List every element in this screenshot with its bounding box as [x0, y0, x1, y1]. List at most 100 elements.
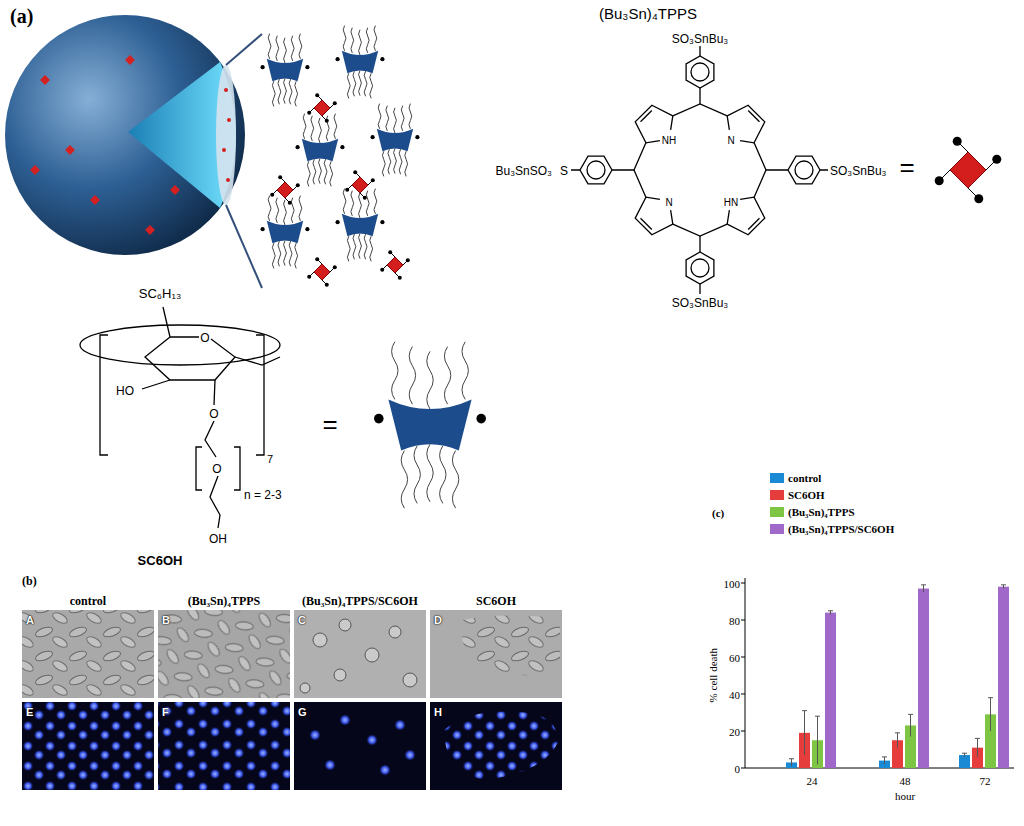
equals-sign: = [322, 409, 337, 439]
substituent-label: Bu₃SnSO₃ [496, 164, 552, 178]
column-header: SC6OH [476, 594, 516, 608]
legend-text: control [788, 472, 821, 485]
micrograph-panel: E [22, 702, 154, 790]
panel-letter: A [22, 613, 38, 628]
atom-label-box: O [200, 328, 209, 346]
atom-label: HO [116, 384, 134, 398]
legend-text: (Bu₃Sn)₄TPPS [788, 506, 855, 519]
column-header: (Bu₃Sn)₄TPPS [188, 594, 261, 608]
molecule-name-box: SC6OH [138, 551, 183, 569]
atom-label: NH [662, 135, 676, 146]
atom-label-box: NH [662, 130, 676, 148]
equals-sign-box: = [899, 153, 914, 183]
legend-row: SC6OH [770, 489, 825, 502]
axis-tick: 72 [980, 775, 991, 787]
column-header-box: (Bu₃Sn)₄TPPS [188, 591, 261, 609]
axis-tick: 24 [807, 775, 818, 787]
molecule-name: (Bu₃Sn)₄TPPS [599, 5, 697, 22]
axis-tick-box: 72 [980, 771, 991, 789]
micrograph-panel: H [430, 702, 562, 790]
legend-swatch [770, 490, 784, 500]
panel-label: (c) [712, 507, 724, 519]
micrograph-panel: D [430, 610, 562, 698]
porphyrin-symbol [935, 137, 1002, 204]
bar-chart [741, 578, 1014, 768]
panel-label-box: (b) [22, 571, 37, 589]
atom-label-box: S [560, 161, 568, 179]
atom-label-box: OH [209, 529, 227, 547]
column-header: control [70, 594, 106, 608]
substituent-label-box: SO₃SnBu₃ [672, 293, 728, 311]
atom-label: O [212, 462, 221, 476]
legend-row: (Bu₃Sn)₄TPPS/SC6OH [770, 523, 894, 536]
atom-label: S [560, 164, 568, 178]
substituent-label: SO₃SnBu₃ [672, 32, 728, 46]
panel-label: (b) [22, 574, 37, 588]
axis-tick-box: 80 [729, 611, 740, 629]
axis-title: % cell death [707, 648, 719, 702]
panel-letter: D [430, 613, 446, 628]
legend-row: (Bu₃Sn)₄TPPS [770, 506, 855, 519]
panel-label-box: (a) [10, 5, 33, 28]
column-header-box: (Bu₃Sn)₄TPPS/SC6OH [302, 591, 418, 609]
porphyrin-structure [571, 46, 828, 294]
legend-swatch [770, 507, 784, 517]
substituent-label: SC₆H₁₃ [139, 286, 181, 301]
column-header: (Bu₃Sn)₄TPPS/SC6OH [302, 594, 418, 608]
axis-title-box: hour [895, 786, 915, 804]
axis-tick: 48 [900, 775, 911, 787]
micrographs [22, 610, 562, 790]
axis-tick-box: 24 [807, 771, 818, 789]
legend-swatch [770, 524, 784, 534]
legend-swatch [770, 473, 784, 483]
substituent-label-box: Bu₃SnSO₃ [496, 161, 552, 179]
atom-label-box: N [727, 130, 734, 148]
nanoparticle-sphere [5, 15, 262, 288]
panel-letter: C [294, 613, 310, 628]
substituent-label-box: SO₃SnBu₃ [672, 29, 728, 47]
repeat-count: 7 [267, 453, 273, 465]
micrograph-panel: F [158, 702, 290, 790]
legend-text: (Bu₃Sn)₄TPPS/SC6OH [788, 523, 894, 536]
atom-label: HN [724, 197, 738, 208]
axis-title-box: % cell death [703, 648, 721, 702]
atom-label: N [665, 197, 672, 208]
atom-label-box: HN [724, 192, 738, 210]
equals-sign-box: = [322, 410, 337, 440]
panel-letter: H [430, 705, 446, 720]
column-header-box: control [70, 591, 106, 609]
axis-tick: 40 [729, 689, 740, 701]
panel-letter: E [22, 705, 37, 720]
legend-text: SC6OH [788, 489, 825, 502]
axis-tick: 80 [729, 615, 740, 627]
column-header-box: SC6OH [476, 591, 516, 609]
panel-label-box: (c) [712, 503, 724, 521]
repeat-count-box: 7 [267, 449, 273, 467]
axis-tick-box: 40 [729, 685, 740, 703]
micrograph-panel: C [294, 610, 426, 698]
atom-label: O [209, 407, 218, 421]
atom-label-box: O [209, 404, 218, 422]
cyclodextrin-symbol [374, 342, 486, 508]
panel-letter: F [158, 705, 173, 720]
repeat-count: n = 2-3 [244, 488, 282, 502]
axis-tick-box: 60 [729, 648, 740, 666]
atom-label-box: HO [116, 381, 134, 399]
molecule-name: SC6OH [138, 553, 183, 568]
equals-sign: = [899, 152, 914, 182]
atom-label: N [727, 135, 734, 146]
micrograph-panel: G [294, 702, 426, 790]
axis-tick-box: 100 [724, 574, 741, 592]
axis-tick: 20 [729, 726, 740, 738]
bilayer-zoom [261, 26, 420, 287]
substituent-label-box: SC₆H₁₃ [139, 284, 181, 302]
axis-title: hour [895, 790, 915, 802]
molecule-name-box: (Bu₃Sn)₄TPPS [599, 5, 697, 23]
axis-tick-box: 0 [735, 759, 741, 777]
panel-label: (a) [10, 5, 33, 27]
atom-label-box: N [665, 192, 672, 210]
micrograph-panel: B [158, 610, 290, 698]
panel-letter: G [294, 705, 311, 720]
